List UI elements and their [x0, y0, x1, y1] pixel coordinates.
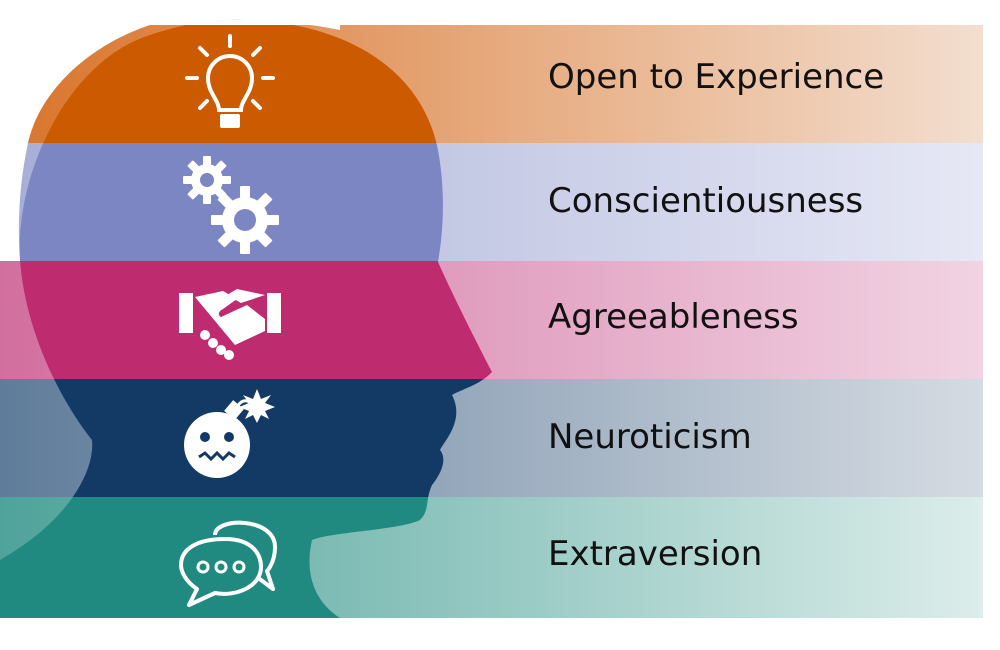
- gears-icon: [175, 150, 285, 260]
- trait-label-neuroticism: Neuroticism: [548, 417, 752, 457]
- bomb-face-icon: [175, 385, 285, 495]
- trait-label-agreeableness: Agreeableness: [548, 297, 799, 337]
- trait-label-open: Open to Experience: [548, 57, 885, 97]
- chat-bubbles-icon: [175, 505, 285, 615]
- handshake-icon: [175, 265, 285, 375]
- trait-label-extraversion: Extraversion: [548, 534, 763, 574]
- trait-label-conscientiousness: Conscientiousness: [548, 181, 864, 221]
- lightbulb-icon: [175, 30, 285, 140]
